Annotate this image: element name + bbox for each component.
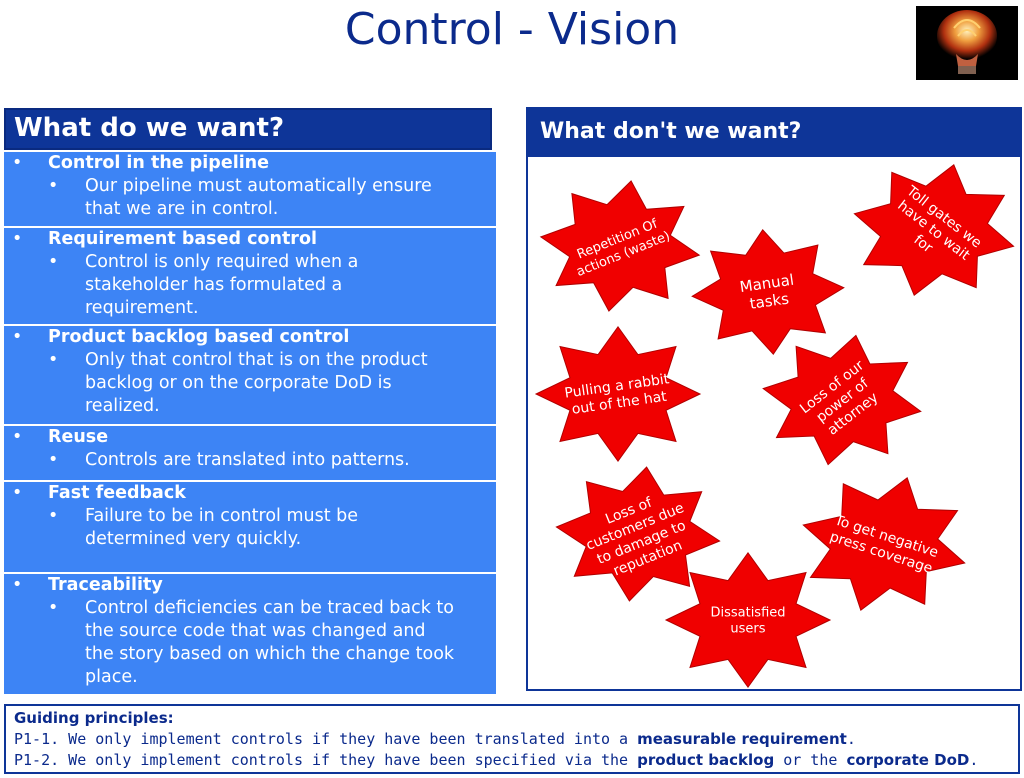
item-text: Control is only required when a [85, 252, 359, 272]
dont-want-star: Repetition Ofactions (waste) [539, 180, 701, 312]
item-heading: Product backlog based control [48, 327, 350, 347]
dont-want-star: Loss of ourpower ofattorney [762, 334, 922, 466]
item-text: backlog or on the corporate DoD is [85, 373, 392, 393]
principle-2: P1-2. We only implement controls if they… [14, 751, 979, 769]
item-text: realized. [85, 396, 160, 416]
principle-1: P1-1. We only implement controls if they… [14, 730, 856, 748]
item-text: determined very quickly. [85, 529, 302, 549]
item-heading: Requirement based control [48, 229, 317, 249]
want-header: What do we want? [4, 108, 492, 150]
item-text: Only that control that is on the product [85, 350, 428, 370]
star-shape [691, 228, 845, 356]
star-shape [664, 551, 832, 689]
item-text: the source code that was changed and [85, 621, 426, 641]
item-text: Controls are translated into patterns. [85, 450, 410, 470]
item-heading: Fast feedback [48, 483, 186, 503]
item-text: Failure to be in control must be [85, 506, 359, 526]
star-shape [802, 476, 966, 612]
slide-title: Control - Vision [344, 4, 680, 55]
item-heading: Control in the pipeline [48, 153, 270, 173]
dont-want-header: What don't we want? [528, 109, 1020, 157]
dont-want-star: Pulling a rabbitout of the hat [534, 325, 702, 463]
item-heading: Reuse [48, 427, 109, 447]
want-item-feedback: • Fast feedback • Failure to be in contr… [4, 480, 496, 572]
item-text: stakeholder has formulated a [85, 275, 343, 295]
dont-want-star: Toll gates wehave to waitfor [853, 164, 1015, 296]
dont-want-star: Loss ofcustomers dueto damage toreputati… [555, 466, 721, 602]
star-shape [762, 334, 922, 466]
item-text: the story based on which the change took [85, 644, 455, 664]
want-item-requirement: • Requirement based control • Control is… [4, 226, 496, 324]
item-text: Our pipeline must automatically ensure [85, 176, 432, 196]
star-shape [555, 466, 721, 602]
dont-want-star: Manualtasks [691, 228, 845, 356]
star-shape [539, 180, 701, 312]
want-item-backlog: • Product backlog based control • Only t… [4, 324, 496, 424]
item-text: place. [85, 667, 138, 687]
want-item-pipeline: • Control in the pipeline • Our pipeline… [4, 150, 496, 226]
item-text: Control deficiencies can be traced back … [85, 598, 454, 618]
item-heading: Traceability [48, 575, 163, 595]
lightbulb-image [916, 6, 1018, 80]
item-text: requirement. [85, 298, 199, 318]
bullet: • [12, 153, 23, 173]
star-shape [853, 164, 1015, 296]
want-item-reuse: • Reuse • Controls are translated into p… [4, 424, 496, 480]
item-text: that we are in control. [85, 199, 279, 219]
principles-heading: Guiding principles: [14, 709, 174, 727]
dont-want-star: To get negativepress coverage [802, 476, 966, 612]
want-item-traceability: • Traceability • Control deficiencies ca… [4, 572, 496, 694]
star-shape [534, 325, 702, 463]
guiding-principles: Guiding principles: P1-1. We only implem… [4, 704, 1020, 774]
